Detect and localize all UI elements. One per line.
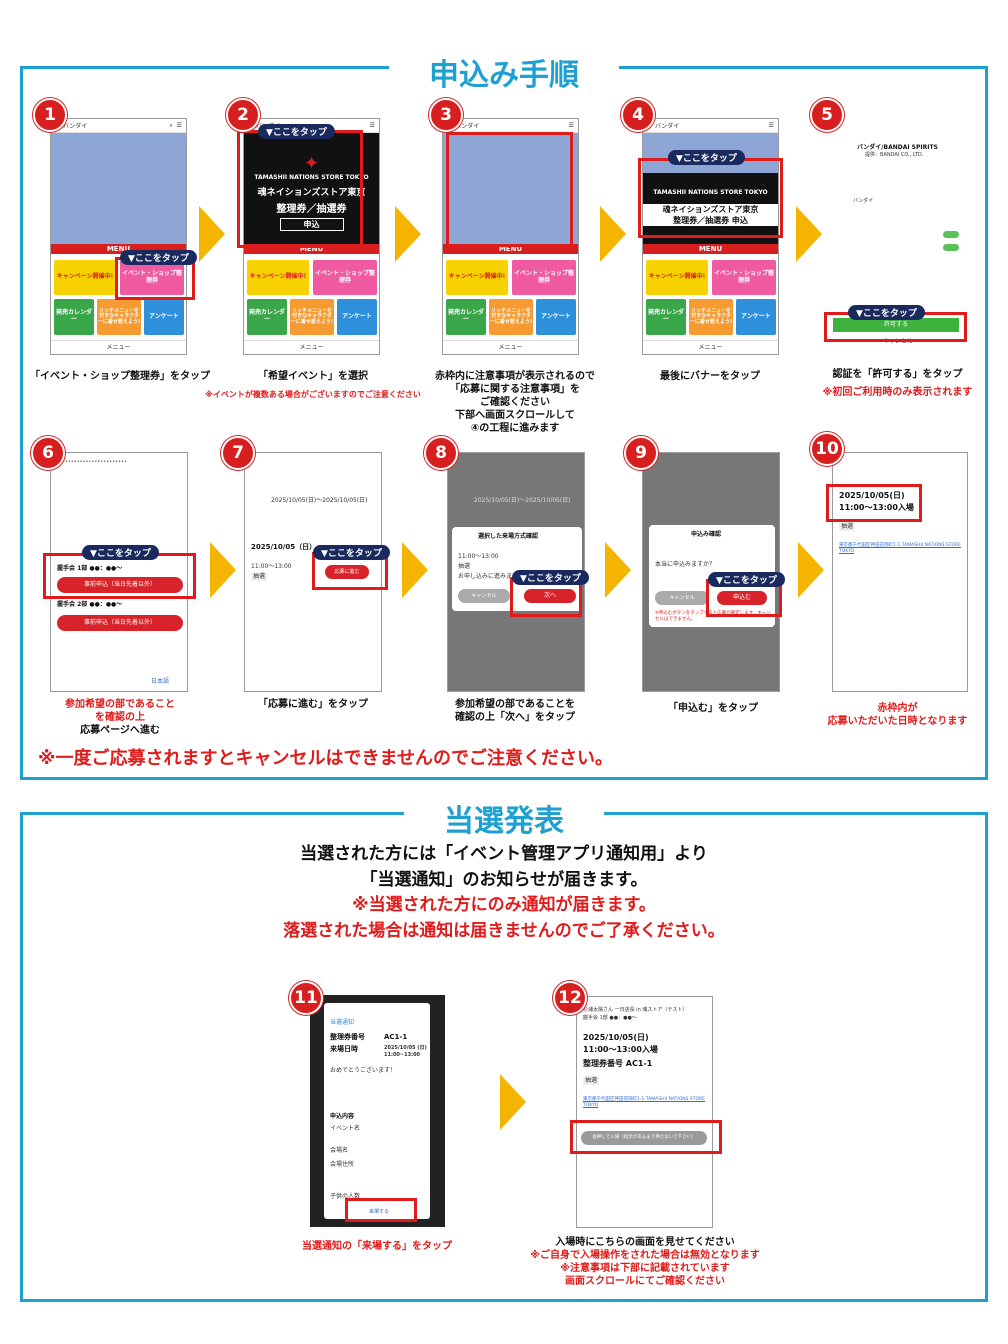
step-number-4: 4 bbox=[621, 98, 655, 132]
phone-screen-2: バンダイ☰ ✦ TAMASHII NATIONS STORE TOKYO 魂ネイ… bbox=[243, 118, 380, 355]
phone-screen-1: バンダイ⌕☰ MENU キャンペーン開催中! イベント・ショップ整理券 発売カレ… bbox=[50, 118, 187, 355]
tap-here-label-8: ▼ここをタップ bbox=[512, 570, 589, 585]
step-number-7: 7 bbox=[221, 436, 255, 470]
step-caption-6: 参加希望の部であること を確認の上 応募ページへ進む bbox=[65, 699, 175, 736]
step-number-5: 5 bbox=[810, 98, 844, 132]
phone-screen-10: 2025/10/05(日) 11:00〜13:00入場 抽選 東京都千代田区神田… bbox=[832, 452, 968, 692]
tap-here-label-1: ▼ここをタップ bbox=[120, 250, 197, 265]
tap-here-label-2: ▼ここをタップ bbox=[258, 124, 335, 139]
step-caption-7: 「応募に進む」をタップ bbox=[258, 699, 368, 710]
section-title-apply: 申込み手順 bbox=[389, 50, 619, 94]
tap-here-label-7: ▼ここをタップ bbox=[313, 545, 390, 560]
step-number-8: 8 bbox=[424, 436, 458, 470]
cancel-button[interactable]: キャンセル bbox=[458, 589, 510, 603]
phone-screen-12: 杉浦太陽さん 一日店長 in 魂ストア（テスト） 握手会 1部 ●●：●●〜 2… bbox=[576, 996, 713, 1228]
next-button[interactable]: 次へ bbox=[524, 589, 576, 603]
step-caption-12: 入場時にこちらの画面を見せてください ※ご自身で入場操作をされた場合は無効となり… bbox=[530, 1237, 760, 1287]
step-caption-1: 「イベント・ショップ整理券」をタップ bbox=[30, 371, 210, 382]
arrow-6 bbox=[210, 542, 236, 598]
arrow-2 bbox=[395, 206, 421, 262]
apply-button-2[interactable]: 事前申込（当日先着以外） bbox=[57, 615, 183, 631]
phone-screen-11: 当選通知 整理券番号 AC1-1 来場日時 2025/10/05 (日) 11:… bbox=[310, 995, 445, 1227]
step-caption-2: 「希望イベント」を選択 bbox=[258, 371, 368, 382]
tap-here-label-5: ▼ここをタップ bbox=[848, 305, 925, 320]
tap-here-label-9: ▼ここをタップ bbox=[708, 572, 785, 587]
visit-button[interactable]: 来場する bbox=[368, 1209, 389, 1215]
tap-here-label-4: ▼ここをタップ bbox=[668, 150, 745, 165]
phone-screen-7: 2025/10/05(日)〜2025/10/05(日) 2025/10/05（日… bbox=[244, 452, 382, 692]
step-caption-4: 最後にバナーをタップ bbox=[660, 371, 760, 382]
step-number-11: 11 bbox=[289, 981, 323, 1015]
search-icon: ⌕ bbox=[169, 121, 173, 129]
step-caption-11: 当選通知の「来場する」をタップ bbox=[302, 1241, 452, 1252]
step-caption-8: 参加希望の部であることを 確認の上「次へ」をタップ bbox=[455, 699, 575, 723]
step-number-6: 6 bbox=[31, 436, 65, 470]
step-number-9: 9 bbox=[624, 436, 658, 470]
menu-icon: ☰ bbox=[176, 121, 182, 129]
highlight-result-datetime bbox=[826, 484, 922, 522]
step-number-12: 12 bbox=[553, 981, 587, 1015]
highlight-enter-button bbox=[570, 1120, 722, 1154]
step-caption-10: 赤枠内が 応募いただいた日時となります bbox=[827, 703, 968, 727]
menu-icon: ☰ bbox=[369, 122, 375, 129]
phone-screen-6: ••••••••••••••••••••••• 握手会 1部 ●●：●●〜 事前… bbox=[50, 452, 188, 692]
cancel-warning: ※一度ご応募されますとキャンセルはできませんのでご注意ください。 bbox=[38, 748, 613, 769]
menu-icon: ☰ bbox=[568, 122, 574, 129]
step-number-10: 10 bbox=[810, 432, 844, 466]
brand-emblem-icon: ✦ bbox=[303, 153, 320, 174]
section-title-result: 当選発表 bbox=[404, 796, 604, 840]
cancel-button-2[interactable]: キャンセル bbox=[655, 591, 709, 605]
arrow-4 bbox=[796, 206, 822, 262]
menu-icon: ☰ bbox=[768, 122, 774, 129]
announcement-text: 当選された方には「イベント管理アプリ通知用」より 「当選通知」のお知らせが届きま… bbox=[283, 844, 725, 941]
highlight-notice-area bbox=[446, 132, 573, 247]
step-number-2: 2 bbox=[226, 98, 260, 132]
step-number-1: 1 bbox=[33, 98, 67, 132]
highlight-apply-banner bbox=[638, 158, 783, 238]
highlight-visit-button bbox=[345, 1198, 417, 1222]
go-apply-button[interactable]: 応募に進む bbox=[325, 565, 369, 579]
phone-screen-3: バンダイ☰ MENU キャンペーン開催中! イベント・ショップ整理券 発売カレン… bbox=[442, 118, 579, 355]
step-caption-9: 「申込む」をタップ bbox=[668, 703, 758, 714]
arrow-11 bbox=[500, 1074, 526, 1130]
arrow-7 bbox=[402, 542, 428, 598]
arrow-3 bbox=[600, 206, 626, 262]
step-caption-3: 赤枠内に注意事項が表示されるので 「応募に関する注意事項」を ご確認ください 下… bbox=[435, 371, 595, 434]
step-note-2: ※イベントが複数ある場合がございますのでご注意ください bbox=[205, 390, 421, 399]
arrow-1 bbox=[199, 206, 225, 262]
highlight-event-banner bbox=[237, 130, 363, 248]
step-number-3: 3 bbox=[429, 98, 463, 132]
arrow-9 bbox=[798, 542, 824, 598]
enter-hold-button[interactable]: 長押しで入場（指示があるまで押さないで下さい） bbox=[581, 1131, 707, 1145]
apply-submit-button[interactable]: 申込む bbox=[717, 591, 767, 605]
apply-button-1[interactable]: 事前申込（当日先着以外） bbox=[57, 577, 183, 593]
arrow-8 bbox=[605, 542, 631, 598]
step-note-5: ※初回ご利用時のみ表示されます bbox=[822, 387, 973, 398]
step-caption-5: 認証を「許可する」をタップ bbox=[832, 369, 963, 380]
tap-here-label-6: ▼ここをタップ bbox=[82, 545, 159, 560]
